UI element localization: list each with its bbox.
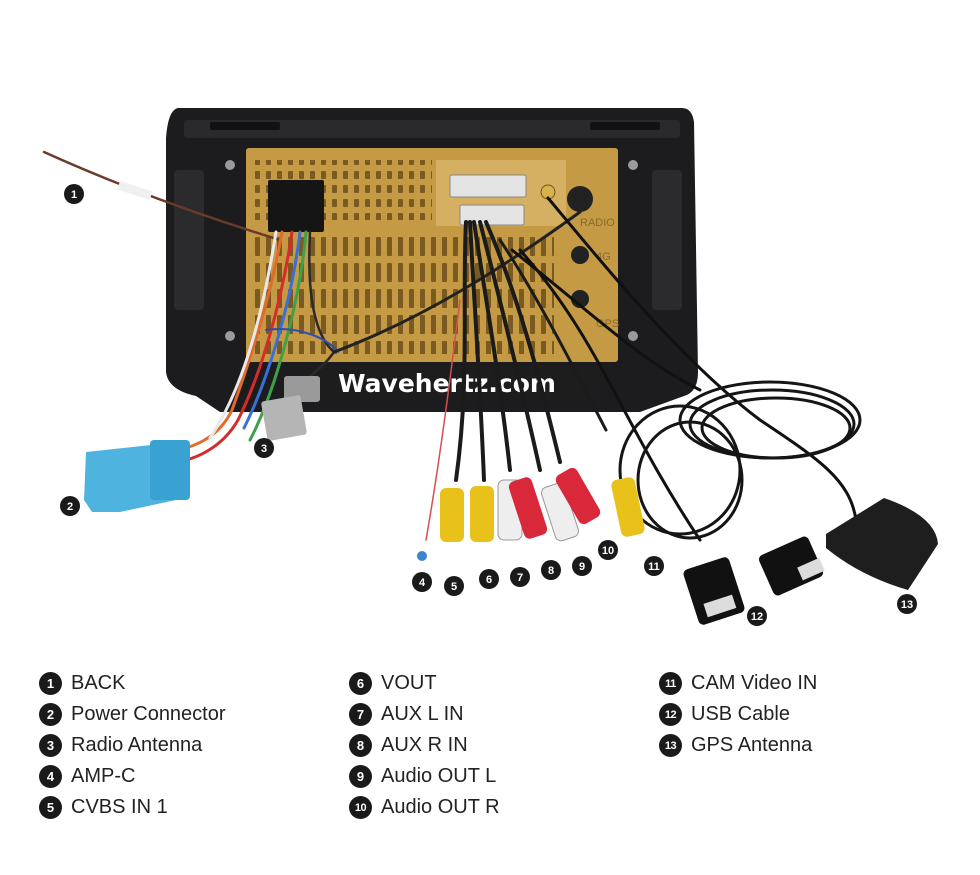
callout-1: 1 xyxy=(64,184,84,204)
svg-text:12: 12 xyxy=(751,611,763,623)
legend-label: Power Connector xyxy=(71,703,226,725)
legend-number: 2 xyxy=(39,703,62,726)
legend-number: 9 xyxy=(349,765,372,788)
callout-12: 12 xyxy=(747,606,767,626)
rca-out-r-red xyxy=(555,467,601,525)
svg-text:1: 1 xyxy=(71,189,77,201)
svg-text:6: 6 xyxy=(486,574,492,586)
legend-label: Audio OUT L xyxy=(381,765,497,787)
legend-label: Audio OUT R xyxy=(381,796,500,818)
svg-text:11: 11 xyxy=(648,561,660,573)
rca-connectors xyxy=(417,467,645,561)
svg-text:3: 3 xyxy=(261,443,267,455)
svg-text:10: 10 xyxy=(602,545,614,557)
legend-item: 11 CAM Video IN xyxy=(659,668,817,699)
legend-number: 7 xyxy=(349,703,372,726)
svg-text:8: 8 xyxy=(548,565,554,577)
legend-item: 4 AMP-C xyxy=(39,761,226,792)
legend-item: 8 AUX R IN xyxy=(349,730,500,761)
legend-label: CAM Video IN xyxy=(691,672,818,694)
legend-number: 3 xyxy=(39,734,62,757)
legend-label: GPS Antenna xyxy=(691,734,813,756)
legend-item: 7 AUX L IN xyxy=(349,699,500,730)
legend-number: 11 xyxy=(659,672,682,695)
svg-text:9: 9 xyxy=(579,561,585,573)
svg-text:4: 4 xyxy=(419,577,426,589)
legend-label: USB Cable xyxy=(691,703,790,725)
svg-text:7: 7 xyxy=(517,572,523,584)
radio-port-label: RADIO xyxy=(580,217,615,229)
legend-label: AUX R IN xyxy=(381,734,468,756)
callout-6: 6 xyxy=(479,569,499,589)
legend-number: 13 xyxy=(659,734,682,757)
gps-antenna-puck xyxy=(826,498,938,590)
watermark: Wavehertz.com xyxy=(320,366,600,400)
legend-number: 8 xyxy=(349,734,372,757)
callout-9: 9 xyxy=(572,556,592,576)
legend-item: 2 Power Connector xyxy=(39,699,226,730)
legend-column-3: 11 CAM Video IN 12 USB Cable 13 GPS Antenna xyxy=(659,668,817,761)
legend-number: 5 xyxy=(39,796,62,819)
wiring-diagram: RADIO 4G GPS Wavehertz.com xyxy=(42,108,938,626)
callout-4: 4 xyxy=(412,572,432,592)
legend-item: 10 Audio OUT R xyxy=(349,792,500,823)
legend-column-2: 6 VOUT 7 AUX L IN 8 AUX R IN 9 Audio OUT L 1… xyxy=(349,668,500,823)
legend-number: 12 xyxy=(659,703,682,726)
legend-item: 12 USB Cable xyxy=(659,699,817,730)
callout-7: 7 xyxy=(510,567,530,587)
power-connector xyxy=(84,440,190,512)
legend-label: Radio Antenna xyxy=(71,734,203,756)
cable-coils xyxy=(618,380,862,540)
legend-item: 5 CVBS IN 1 xyxy=(39,792,226,823)
rca-cvbs-yellow xyxy=(470,486,494,542)
callout-8: 8 xyxy=(541,560,561,580)
callout-10: 10 xyxy=(598,540,618,560)
usb-plugs xyxy=(683,536,825,625)
callout-2: 2 xyxy=(60,496,80,516)
callout-11: 11 xyxy=(644,556,664,576)
rca-aux-r-red xyxy=(508,477,548,539)
callout-13: 13 xyxy=(897,594,917,614)
gps-port-label: GPS xyxy=(596,318,619,330)
svg-text:2: 2 xyxy=(67,501,73,513)
legend-item: 9 Audio OUT L xyxy=(349,761,500,792)
legend-label: BACK xyxy=(71,672,126,694)
head-unit: RADIO 4G GPS xyxy=(166,108,698,412)
legend-item: 13 GPS Antenna xyxy=(659,730,817,761)
legend-item: 3 Radio Antenna xyxy=(39,730,226,761)
radio-antenna-plug xyxy=(261,376,320,441)
wires xyxy=(42,150,858,542)
legend-label: CVBS IN 1 xyxy=(71,796,168,818)
legend-label: VOUT xyxy=(381,672,437,694)
legend-number: 6 xyxy=(349,672,372,695)
rca-cam-yellow xyxy=(611,477,645,537)
callouts: 1 2 3 4 5 6 7 8 9 10 11 12 13 xyxy=(60,184,917,626)
legend-number: 10 xyxy=(349,796,372,819)
rca-vout-yellow xyxy=(440,488,464,542)
legend-label: AUX L IN xyxy=(381,703,464,725)
legend-number: 1 xyxy=(39,672,62,695)
svg-text:13: 13 xyxy=(901,599,913,611)
svg-text:5: 5 xyxy=(451,581,457,593)
legend-item: 1 BACK xyxy=(39,668,226,699)
legend-label: AMP-C xyxy=(71,765,136,787)
callout-3: 3 xyxy=(254,438,274,458)
legend-item: 6 VOUT xyxy=(349,668,500,699)
callout-5: 5 xyxy=(444,576,464,596)
legend-number: 4 xyxy=(39,765,62,788)
